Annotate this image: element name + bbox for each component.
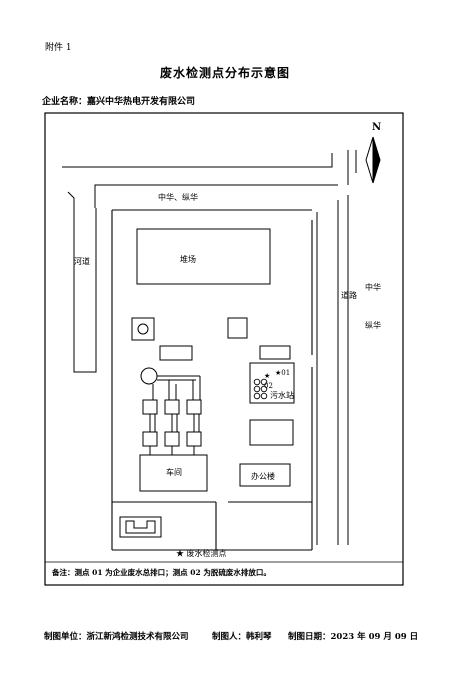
map-maker: 制图单位：浙江新鸿检测技术有限公司	[44, 632, 189, 642]
map-person: 制图人：韩利琴	[212, 632, 272, 642]
attachment-label: 附件 1	[45, 43, 72, 53]
sampling-point-02-star: ★	[264, 372, 270, 380]
note: 备注：测点 01 为企业废水总排口；测点 02 为脱硫废水排放口。	[51, 567, 271, 578]
gate	[119, 516, 162, 538]
map-frame	[44, 112, 404, 586]
right-road-name-1: 中华	[365, 282, 381, 292]
top-road-label: 中华、纵华	[158, 192, 198, 202]
storage-yard	[136, 228, 271, 285]
right-road-name-2: 纵华	[365, 320, 381, 330]
sampling-point-02: 02	[264, 382, 273, 390]
workshop	[139, 454, 208, 492]
process-units	[140, 367, 202, 455]
page-title: 废水检测点分布示意图	[159, 66, 290, 80]
right-road-label: 道路	[341, 290, 357, 300]
north-arrow-icon	[365, 136, 381, 184]
workshop-label: 车间	[166, 467, 182, 477]
sewage-station-label: 污水站	[270, 390, 294, 400]
small-buildings	[131, 317, 294, 446]
sewage-station	[249, 362, 295, 404]
office-label: 办公楼	[251, 471, 275, 481]
top-road	[62, 150, 357, 208]
map-date: 制图日期：2023 年 09 月 09 日	[288, 632, 419, 642]
sampling-point-01: ★01	[275, 369, 290, 377]
sewage-tanks	[253, 378, 268, 400]
river-label: 河道	[74, 256, 90, 266]
north-label: N	[372, 122, 381, 133]
legend: ★ 废水检测点	[176, 548, 227, 558]
right-road	[316, 195, 349, 545]
plant-boundary	[111, 209, 313, 551]
office-building	[239, 463, 291, 487]
company-name: 企业名称：嘉兴中华热电开发有限公司	[42, 97, 196, 107]
river	[67, 191, 97, 373]
storage-yard-label: 堆场	[180, 254, 196, 264]
